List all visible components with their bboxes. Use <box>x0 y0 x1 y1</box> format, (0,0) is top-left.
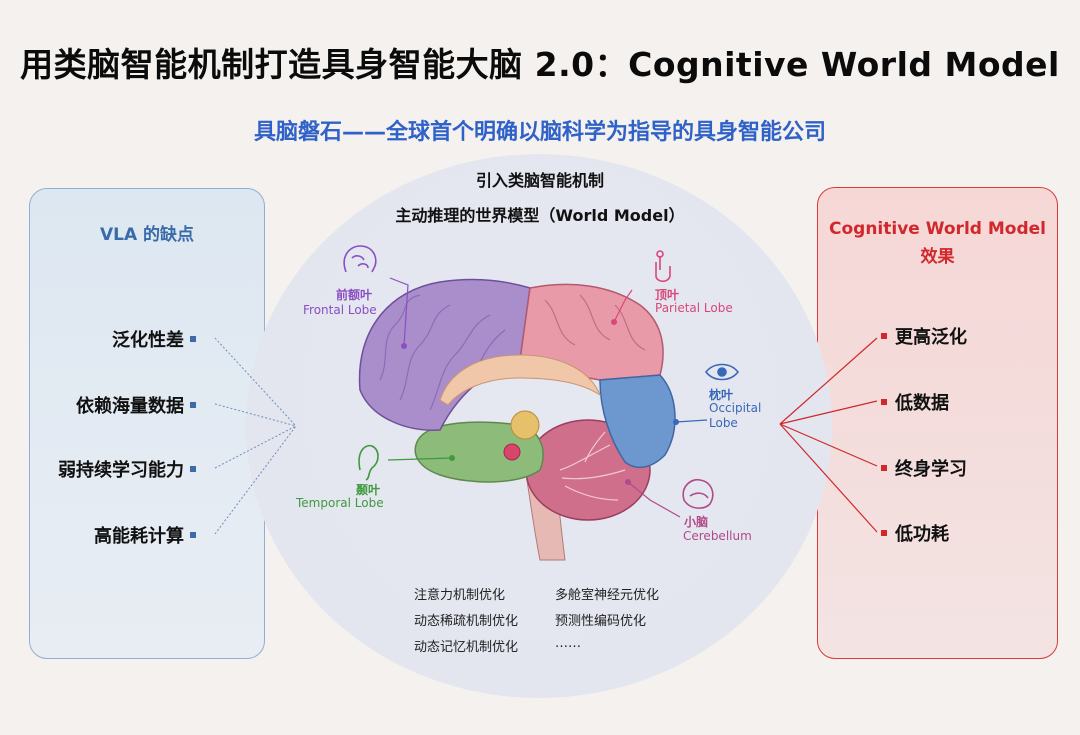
square-bullet-icon <box>881 333 887 339</box>
parietal-lobe-en: Parietal Lobe <box>655 301 733 315</box>
square-bullet-icon <box>190 336 196 342</box>
right-item: 低数据 <box>881 389 949 415</box>
right-panel-heading-2: 效果 <box>920 247 955 267</box>
frontal-lobe-cn: 前额叶 <box>336 288 373 302</box>
center-heading-2: 主动推理的世界模型（World Model） <box>395 206 685 225</box>
frontal-gyri <box>379 294 506 411</box>
occipital-lobe-en: Occipital Lobe <box>709 401 762 430</box>
amygdala <box>503 443 521 461</box>
mechanism-item: 动态记忆机制优化 <box>414 640 519 655</box>
page-title: 用类脑智能机制打造具身智能大脑 2.0：Cognitive World Mode… <box>20 45 1060 84</box>
brain-head-icon <box>343 245 377 273</box>
frontal-lobe-en: Frontal Lobe <box>303 303 377 317</box>
mechanism-item: 注意力机制优化 <box>414 588 506 603</box>
occipital-lobe-cn: 枕叶 <box>709 388 734 402</box>
square-bullet-icon <box>881 465 887 471</box>
corpus-callosum <box>439 354 602 406</box>
frontal-pointer <box>389 277 409 347</box>
right-item: 终身学习 <box>881 455 967 481</box>
right-connectors <box>779 337 878 533</box>
eye-icon <box>704 363 740 381</box>
left-item: 依赖海量数据 <box>76 392 196 418</box>
temporal-pointer <box>387 457 453 461</box>
mechanism-item: 预测性编码优化 <box>555 614 647 629</box>
parietal-gyri <box>544 294 646 351</box>
page-subtitle: 具脑磐石——全球首个明确以脑科学为指导的具身智能公司 <box>253 120 826 145</box>
temporal-lobe-en: Temporal Lobe <box>296 496 384 510</box>
temporal-region <box>414 421 544 483</box>
square-bullet-icon <box>190 466 196 472</box>
square-bullet-icon <box>881 530 887 536</box>
mechanism-item: 多舱室神经元优化 <box>555 588 660 603</box>
mechanism-item: …… <box>555 636 581 651</box>
cognitive-world-model-effects-panel <box>817 187 1058 659</box>
temporal-lobe-cn: 颞叶 <box>356 483 381 497</box>
vla-shortcomings-panel <box>29 188 265 659</box>
left-item: 泛化性差 <box>112 326 196 352</box>
left-panel-heading: VLA 的缺点 <box>99 225 195 245</box>
right-item: 更高泛化 <box>881 323 967 349</box>
cerebellum-en: Cerebellum <box>683 529 752 543</box>
cerebellum-cn: 小脑 <box>684 515 709 529</box>
thalamus <box>510 410 540 440</box>
left-item: 弱持续学习能力 <box>58 456 196 482</box>
right-panel-heading-1: Cognitive World Model <box>829 219 1046 239</box>
center-heading-1: 引入类脑智能机制 <box>475 171 604 190</box>
cerebellum-branches <box>559 431 626 501</box>
square-bullet-icon <box>881 399 887 405</box>
square-bullet-icon <box>190 402 196 408</box>
square-bullet-icon <box>190 532 196 538</box>
cerebellum-pointer <box>627 481 681 518</box>
right-item: 低功耗 <box>881 520 949 546</box>
occipital-pointer <box>675 419 708 423</box>
occipital-region <box>599 374 676 469</box>
cerebellum-icon <box>682 478 714 509</box>
parietal-pointer <box>613 289 633 323</box>
brain-illustration <box>358 278 676 561</box>
parietal-lobe-cn: 顶叶 <box>655 288 680 302</box>
left-connectors <box>214 337 297 535</box>
pointing-hand-icon <box>655 250 671 283</box>
mechanism-item: 动态稀疏机制优化 <box>414 614 519 629</box>
left-item: 高能耗计算 <box>94 522 196 548</box>
ear-icon <box>358 444 379 481</box>
